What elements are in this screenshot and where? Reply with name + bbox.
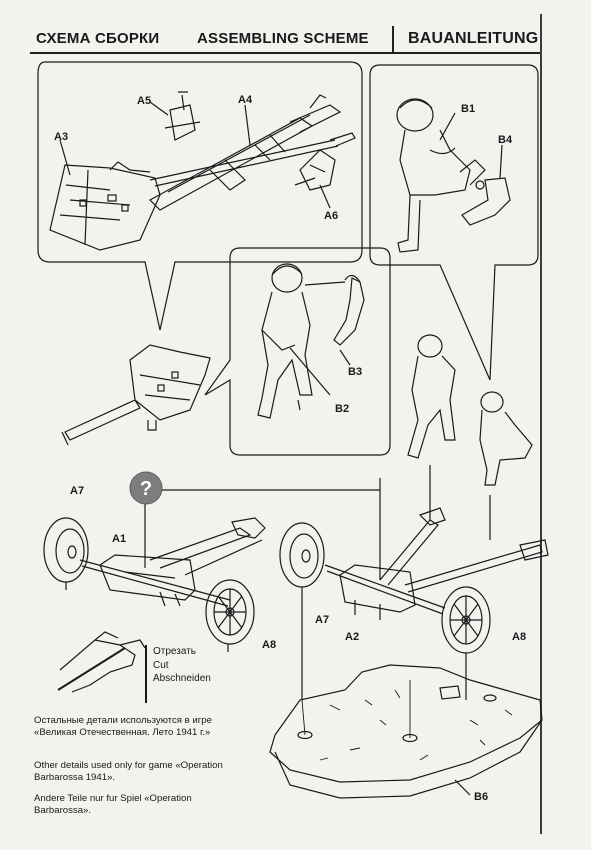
hand-cutting-figure — [57, 631, 146, 693]
label-b6: B6 — [474, 791, 488, 803]
wheel-a7-left — [43, 517, 89, 590]
seated-soldier-figure — [396, 98, 486, 253]
header-rule — [30, 52, 540, 54]
wheel-a8-left — [205, 579, 255, 652]
label-a5: A5 — [137, 95, 151, 107]
label-b2: B2 — [335, 403, 349, 415]
label-a7-left: A7 — [70, 485, 84, 497]
terrain-base-b6 — [269, 664, 543, 799]
label-b4: B4 — [498, 134, 513, 146]
callout-bubble-standing-soldier — [204, 247, 391, 456]
page-frame-edge — [540, 14, 542, 834]
wheel-a7-right — [279, 522, 325, 700]
callout-bubble-seated-soldier — [369, 64, 539, 381]
wheel-a8-right — [441, 586, 491, 700]
standing-soldier-figure — [257, 263, 313, 419]
title-english: ASSEMBLING SCHEME — [197, 30, 369, 47]
label-a2: A2 — [345, 631, 359, 643]
cut-label-de: Abschneiden — [153, 673, 211, 684]
label-a8-left: A8 — [262, 639, 276, 651]
label-a6: A6 — [324, 210, 338, 222]
cut-label-ru: Отрезать — [153, 646, 196, 657]
cut-instruction: Отрезать Cut Abschneiden — [145, 645, 243, 703]
label-a4: A4 — [238, 94, 253, 106]
header-divider — [392, 26, 394, 52]
label-b3: B3 — [348, 366, 362, 378]
cut-label-en: Cut — [153, 659, 169, 671]
title-russian: СХЕМА СБОРКИ — [36, 30, 160, 47]
label-a3: A3 — [54, 131, 68, 143]
cut-box-rule — [145, 645, 147, 703]
axle-assembly-left — [79, 517, 266, 607]
standing-soldier-assembled — [407, 334, 456, 459]
arm-part-b3 — [333, 274, 365, 346]
gun-shield-a3 — [49, 161, 161, 251]
label-a1: A1 — [112, 533, 126, 545]
leader-lines-top-right — [439, 112, 503, 179]
sight-mount-a5 — [164, 91, 201, 141]
question-badge: ? — [129, 471, 163, 505]
connector-line-gun — [160, 478, 381, 580]
leader-line-b6 — [454, 779, 471, 796]
footnote-russian: Остальные детали используются в игре «Ве… — [34, 715, 212, 738]
question-mark-text: ? — [140, 478, 152, 500]
label-b1: B1 — [461, 103, 475, 115]
footnote-german: Andere Teile nur fur Spiel «Operation Ba… — [34, 793, 192, 816]
label-a8-right: A8 — [512, 631, 526, 643]
axle-assembly-right — [324, 507, 549, 620]
gun-carriage-a4 — [149, 94, 356, 211]
callout-bubble-gun-parts — [37, 61, 363, 331]
connector-line-soldiers — [429, 465, 491, 540]
assembled-gun-front-view — [61, 344, 211, 446]
breech-part-a6 — [294, 149, 336, 191]
footnote-english: Other details used only for game «Operat… — [34, 760, 223, 783]
leader-lines-top-left — [59, 101, 331, 209]
arm-part-b4 — [461, 177, 511, 226]
leader-lines-center — [289, 281, 351, 396]
label-a7-right: A7 — [315, 614, 329, 626]
title-german: BAUANLEITUNG — [408, 30, 539, 47]
seated-soldier-assembled — [479, 391, 533, 486]
